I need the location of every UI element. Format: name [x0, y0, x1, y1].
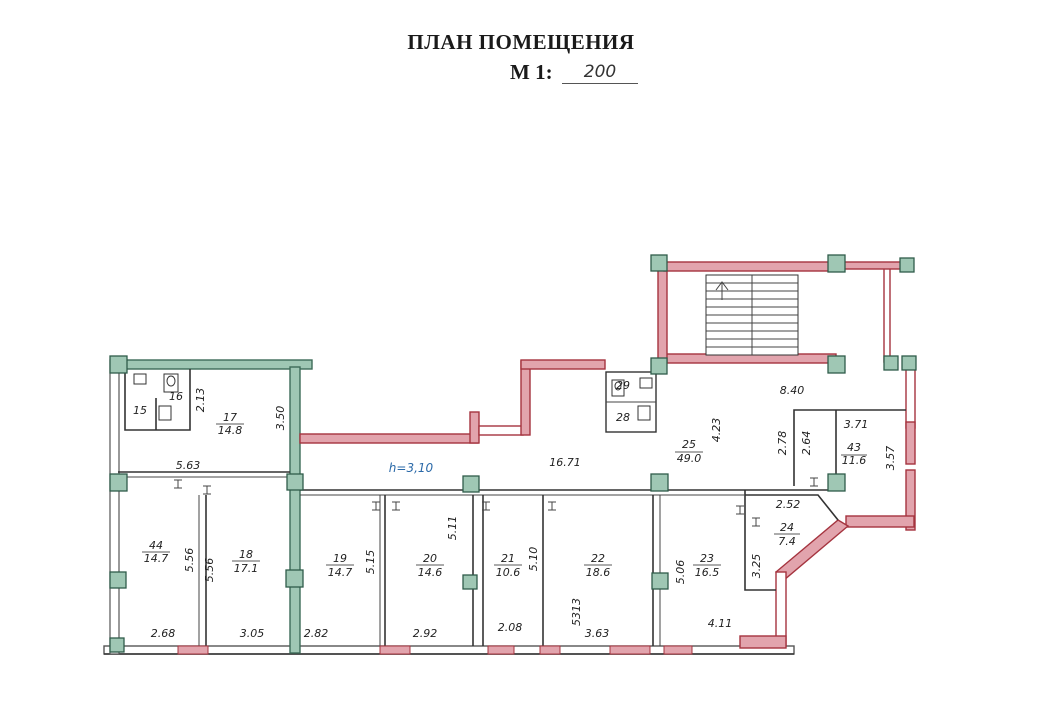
wall-left	[109, 359, 120, 655]
dimension: 3.63	[585, 627, 610, 640]
stair-wall-left	[657, 265, 668, 363]
room-area: 49.0	[677, 452, 702, 465]
room-labels: 15 16 17 14.8 28 29 25 49.0 43 11.6 44 1…	[133, 379, 866, 579]
toilet-icon	[163, 373, 625, 397]
room-number: 22	[591, 552, 605, 565]
wall-right-2	[905, 421, 916, 465]
wall-upper-5	[520, 359, 606, 370]
dimension: 3.50	[274, 406, 287, 431]
dimension: 2.64	[800, 431, 813, 456]
dimension: 5.06	[674, 560, 687, 585]
room-number: 24	[780, 521, 794, 534]
wall-top-left	[117, 359, 313, 370]
room-area: 17.1	[234, 562, 259, 575]
room-number: 44	[149, 539, 163, 552]
stair-wall-right	[883, 265, 891, 363]
room-area: 14.8	[218, 424, 243, 437]
dimension: 3.57	[884, 446, 897, 471]
room-area: 18.6	[586, 566, 611, 579]
dimension: 3.25	[750, 554, 763, 579]
dimension: 5.15	[364, 550, 377, 575]
wall-right-corner	[845, 515, 915, 528]
stairs	[705, 274, 799, 356]
dimension: 16.71	[549, 456, 581, 469]
wall-upper-2	[469, 411, 480, 444]
dimension: 8.40	[780, 384, 805, 397]
dimension: 2.13	[194, 388, 207, 413]
columns	[109, 254, 917, 653]
room-area: 14.6	[418, 566, 443, 579]
room-fraction-lines	[142, 423, 867, 566]
stair-wall-top-right	[843, 261, 905, 270]
dimension: 5.11	[446, 516, 459, 541]
dimension: 5.63	[176, 459, 201, 472]
dimension: 2.08	[498, 621, 523, 634]
room-number: 19	[333, 552, 347, 565]
wall-room17-right	[289, 366, 301, 654]
dimension: 2.78	[776, 431, 789, 456]
wall-bay-bottom	[739, 635, 787, 649]
room-area: 14.7	[144, 552, 169, 565]
dimension: 2.52	[776, 498, 801, 511]
room-area: 16.5	[695, 566, 720, 579]
room-number: 43	[847, 441, 861, 454]
room-number: 18	[239, 548, 253, 561]
dimension: 4.11	[708, 617, 733, 630]
dimension: 4.23	[710, 418, 723, 443]
room-number: 17	[223, 411, 237, 424]
scale-label: М 1:	[510, 60, 553, 84]
room-number: 20	[423, 552, 437, 565]
stair-wall-top	[663, 261, 837, 272]
ceiling-height-label: h=3,10	[389, 461, 434, 475]
dimension: 2.82	[304, 627, 329, 640]
wall-upper-1	[299, 433, 479, 444]
sink-icon	[133, 373, 653, 421]
room-area: 10.6	[496, 566, 521, 579]
dimension: 5313	[570, 598, 583, 626]
room-number: 25	[682, 438, 696, 451]
wall-upper-3	[478, 425, 524, 436]
room-area: 11.6	[842, 454, 867, 467]
room-number: 28	[616, 411, 630, 424]
plan-title: ПЛАН ПОМЕЩЕНИЯ	[407, 30, 635, 54]
wall-bay-lower	[775, 571, 787, 647]
room-number: 15	[133, 404, 147, 417]
windows	[177, 645, 693, 655]
room-number: 21	[501, 552, 515, 565]
dimension: 5.56	[183, 548, 196, 573]
dimension: 3.71	[844, 418, 869, 431]
dimension-labels: 2.13 3.50 5.63 16.71 8.40 4.23 2.78 2.64…	[151, 384, 897, 640]
scale-value: 200	[562, 62, 638, 84]
wall-right-3	[905, 469, 916, 531]
door-markers	[174, 477, 818, 527]
wall-upper-4	[520, 360, 531, 436]
room-area: 14.7	[328, 566, 353, 579]
dimension: 5.10	[527, 547, 540, 572]
dimension: 2.92	[413, 627, 438, 640]
room-number: 16	[169, 390, 183, 403]
room-area: 7.4	[778, 535, 796, 548]
dimension: 2.68	[151, 627, 176, 640]
room-number: 29	[616, 379, 630, 392]
dimension: 5.56	[203, 558, 216, 583]
room-number: 23	[700, 552, 714, 565]
dimension: 3.05	[240, 627, 265, 640]
